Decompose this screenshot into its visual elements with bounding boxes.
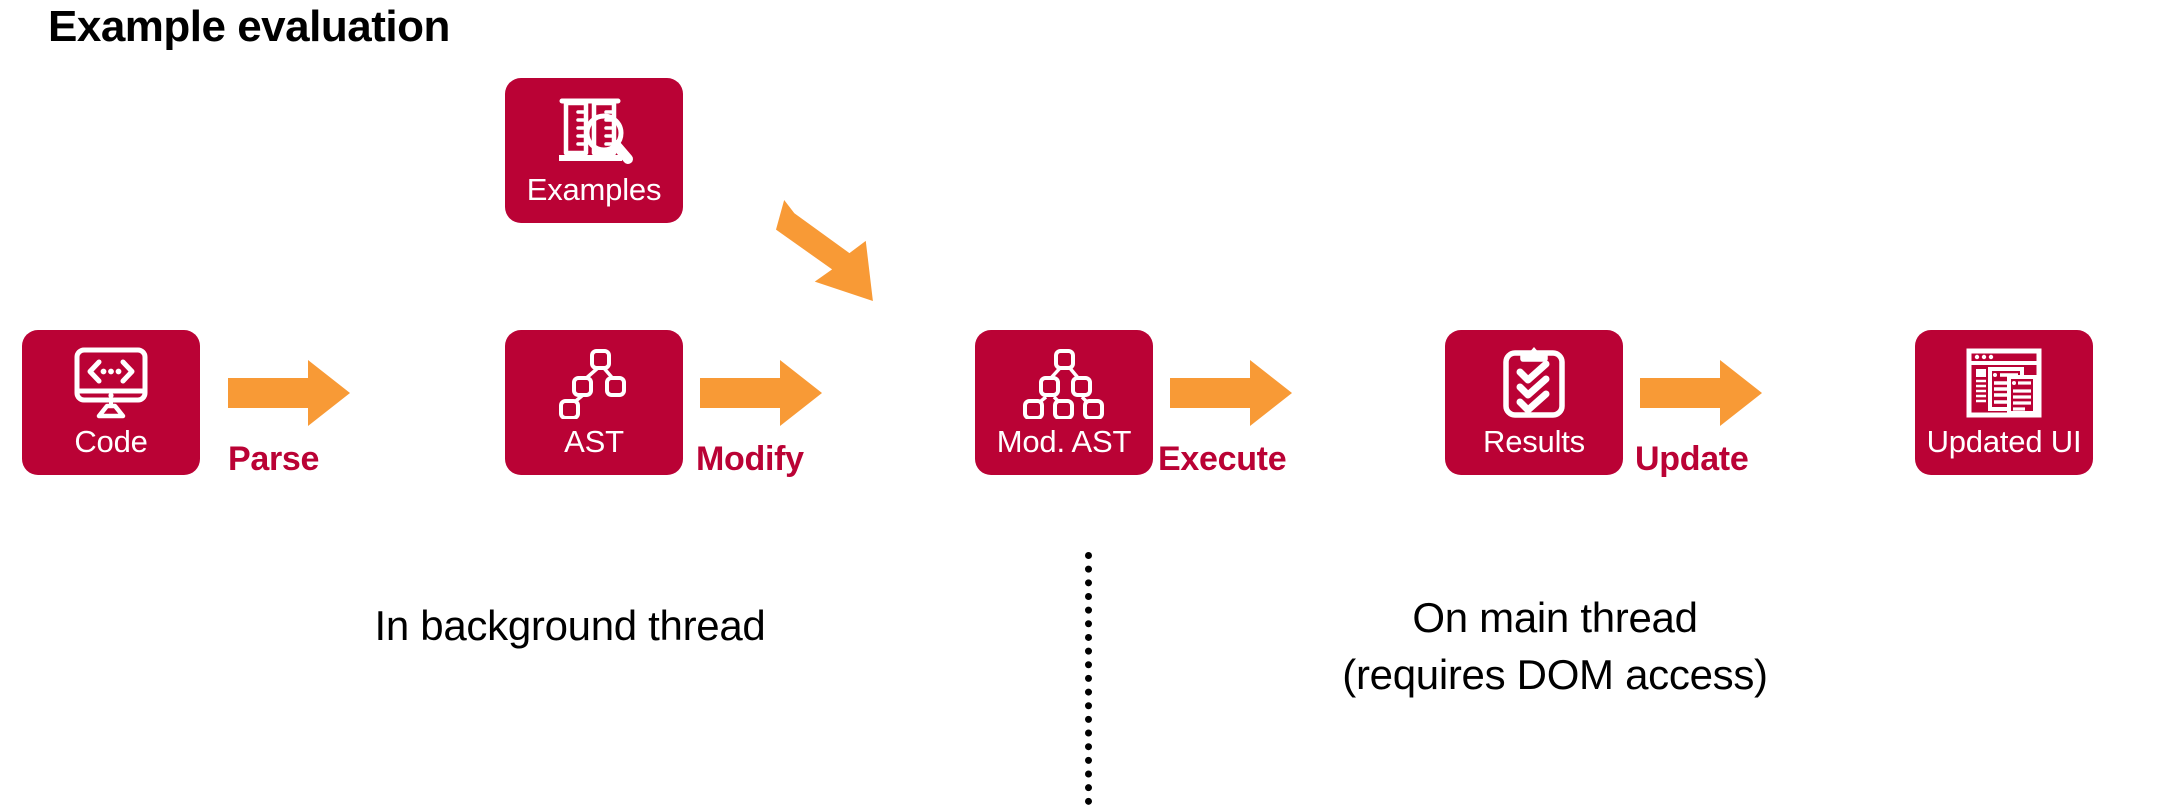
arrow-examples-to-mod-ast xyxy=(770,195,900,307)
arrow-label-execute: Execute xyxy=(1158,440,1287,478)
node-label: Examples xyxy=(526,172,662,207)
page-title: Example evaluation xyxy=(48,2,450,51)
browser-window-icon xyxy=(1915,330,2093,426)
node-results[interactable]: Results xyxy=(1445,330,1623,475)
caption-main-thread: On main thread (requires DOM access) xyxy=(1342,594,1768,698)
arrow-update xyxy=(1640,360,1762,426)
arrow-label-modify: Modify xyxy=(696,440,804,478)
node-label: Code xyxy=(74,424,148,459)
arrow-label-update: Update xyxy=(1635,440,1749,478)
node-label: AST xyxy=(564,424,624,459)
caption-background-thread: In background thread xyxy=(374,602,766,649)
node-mod-ast[interactable]: Mod. AST xyxy=(975,330,1153,475)
node-examples[interactable]: Examples xyxy=(505,78,683,223)
node-label: Mod. AST xyxy=(996,424,1132,459)
node-label: Updated UI xyxy=(1926,424,2082,459)
monitor-code-icon xyxy=(22,330,200,426)
clipboard-checks-icon xyxy=(1445,330,1623,426)
node-updated-ui[interactable]: Updated UI xyxy=(1915,330,2093,475)
arrow-modify xyxy=(700,360,822,426)
tree-large-icon xyxy=(975,330,1153,426)
node-ast[interactable]: AST xyxy=(505,330,683,475)
tree-small-icon xyxy=(505,330,683,426)
node-label: Results xyxy=(1483,424,1585,459)
node-code[interactable]: Code xyxy=(22,330,200,475)
arrow-parse xyxy=(228,360,350,426)
thread-divider xyxy=(1085,552,1092,805)
test-tubes-magnifier-icon xyxy=(505,78,683,174)
arrow-label-parse: Parse xyxy=(228,440,320,478)
arrow-execute xyxy=(1170,360,1292,426)
